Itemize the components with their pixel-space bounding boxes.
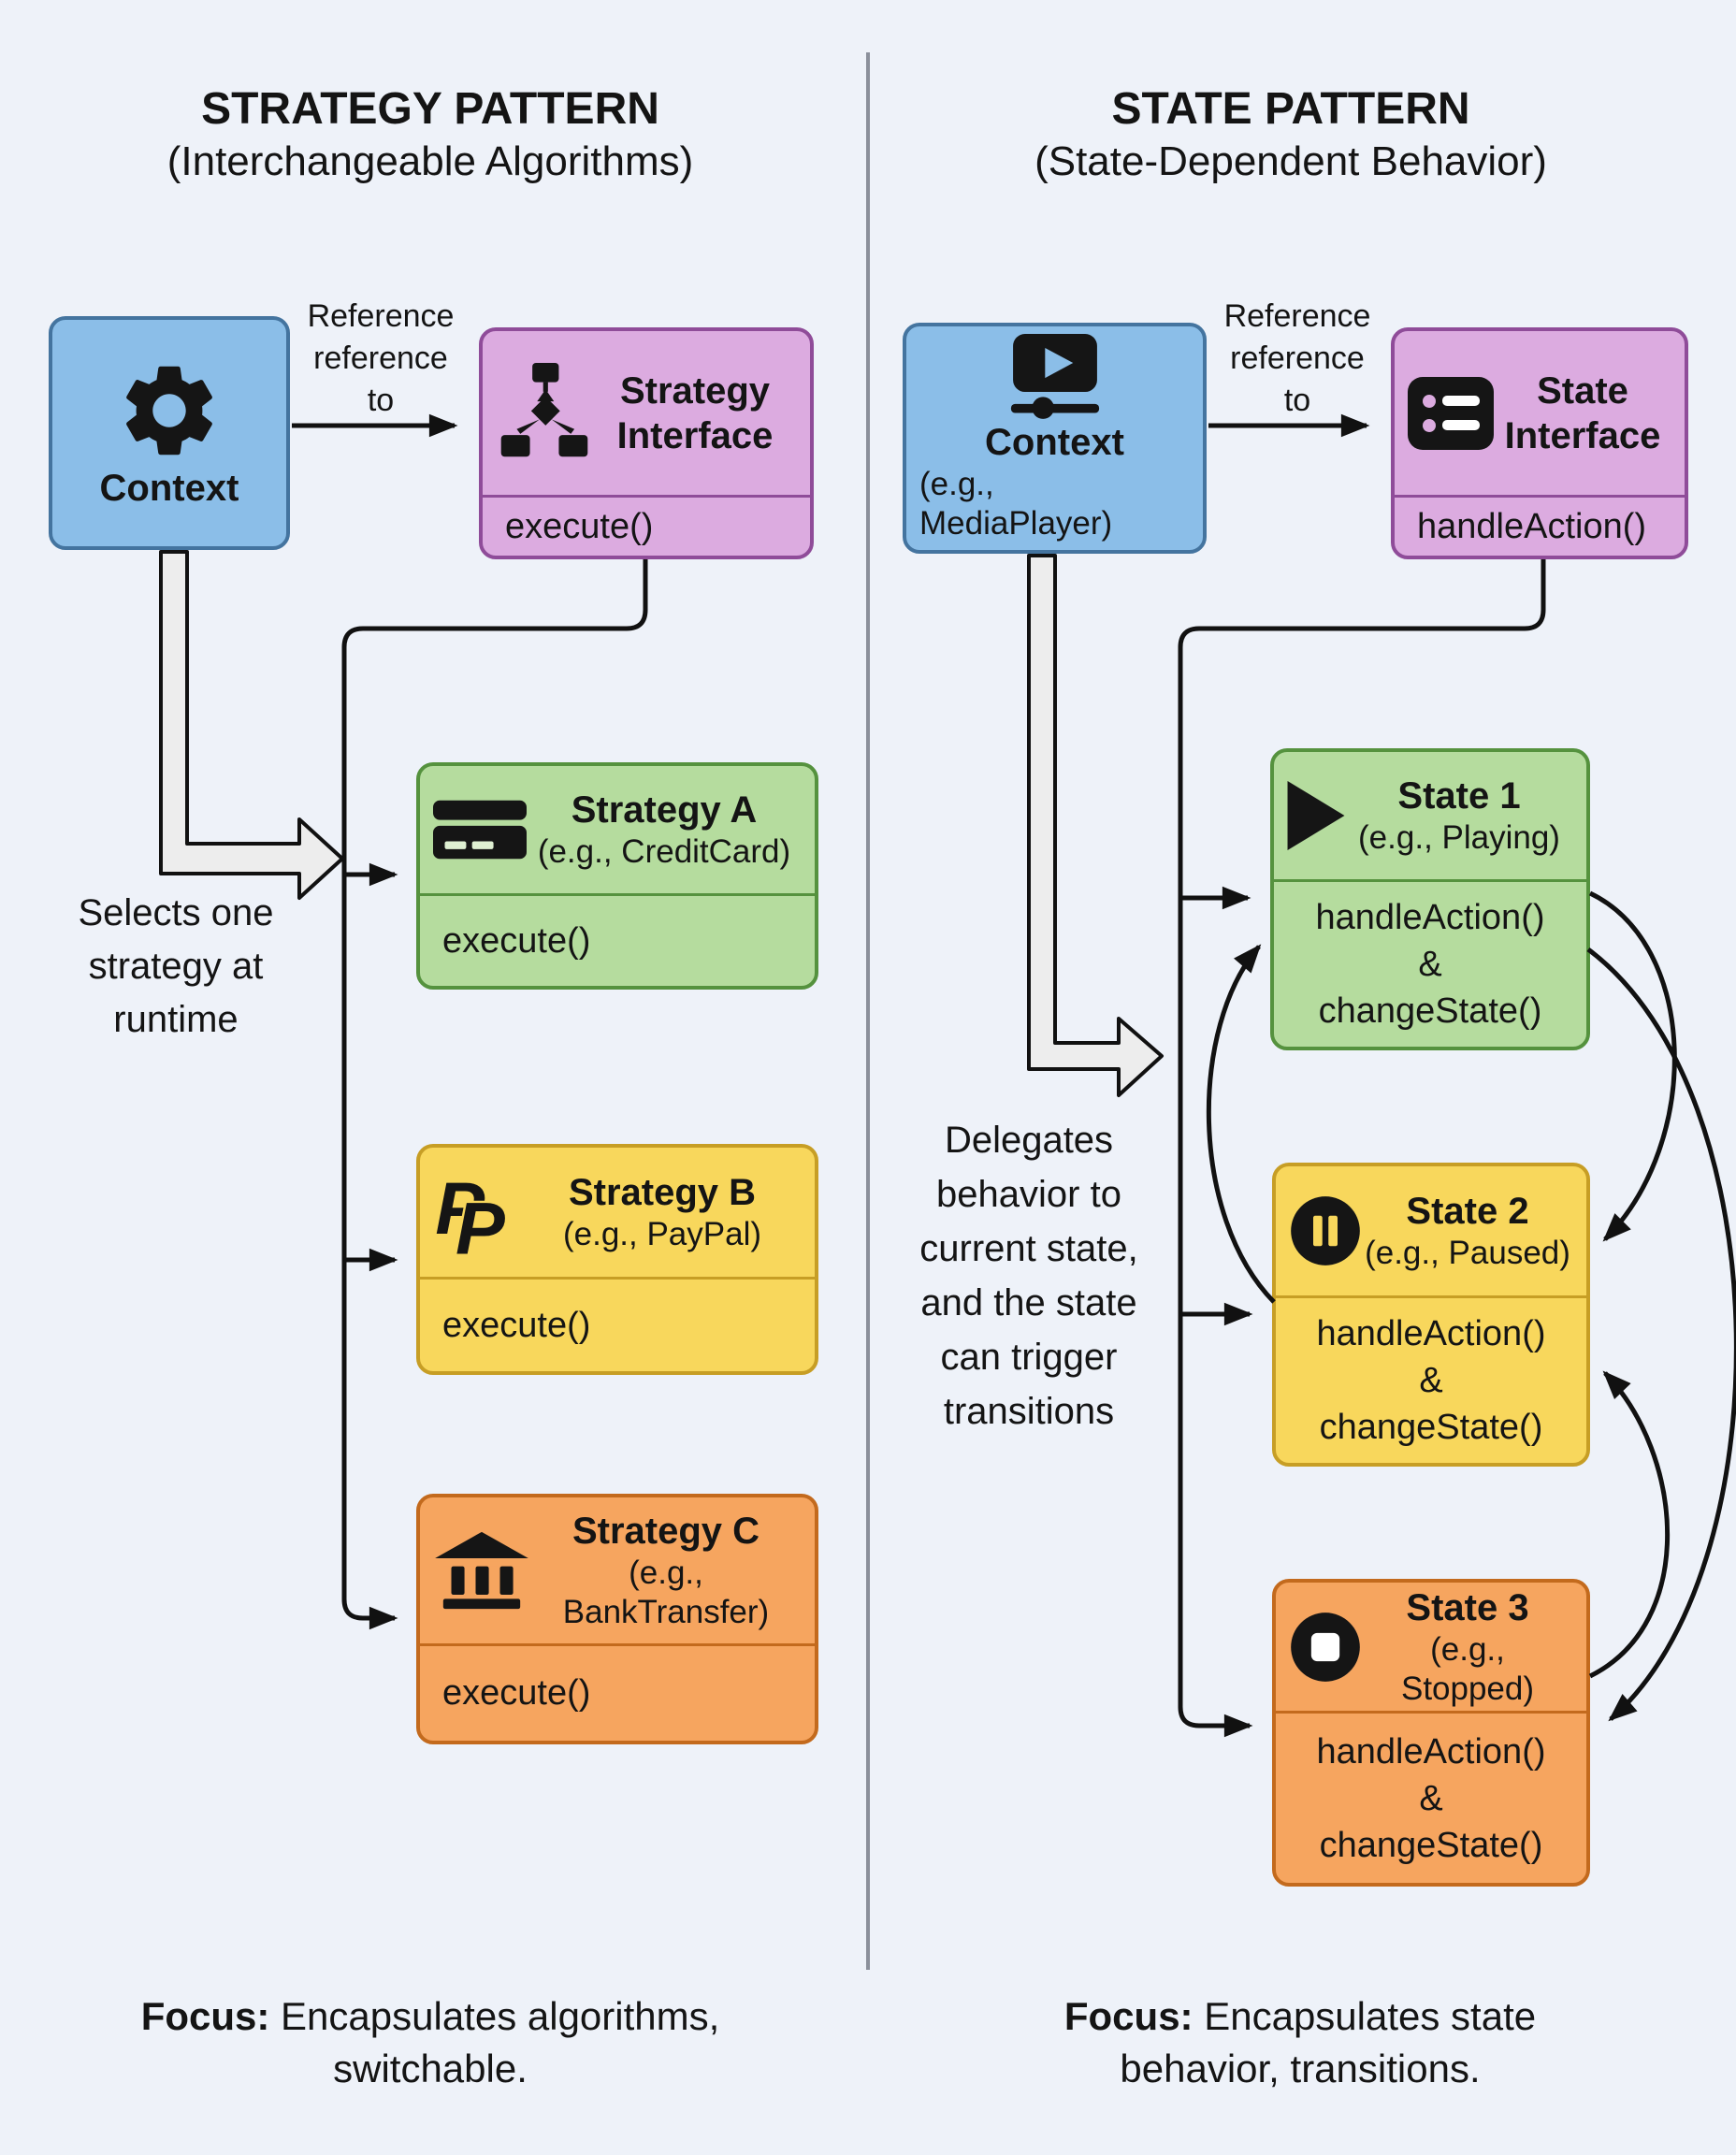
state-pattern-title: STATE PATTERN xyxy=(1111,84,1470,134)
edge-state1-to-state2 xyxy=(1588,890,1677,1242)
strategy-c-example: (e.g., BankTransfer) xyxy=(562,1555,770,1630)
strategy-interface-method: execute() xyxy=(505,506,654,546)
state-1-example: (e.g., Playing) xyxy=(1358,819,1560,856)
delegate-note-line: transitions xyxy=(943,1391,1115,1432)
column-divider xyxy=(866,52,870,1970)
reference-label-line: to xyxy=(367,383,395,418)
state-1-method: changeState() xyxy=(1318,991,1542,1031)
state-1-box: State 1 (e.g., Playing) handleAction() &… xyxy=(1270,748,1590,1050)
state-reference-label: Reference reference to xyxy=(1204,296,1391,422)
state-interface-title: State xyxy=(1537,369,1628,412)
reference-label-line: Reference xyxy=(307,298,455,334)
hollow-arrow-delegates-state xyxy=(1027,554,1164,1097)
play-icon xyxy=(1287,781,1345,850)
state-2-example: (e.g., Paused) xyxy=(1365,1235,1570,1271)
strategy-a-example: (e.g., CreditCard) xyxy=(537,833,791,870)
svg-text:P: P xyxy=(456,1186,505,1261)
state-3-method: handleAction() xyxy=(1316,1731,1546,1772)
strategy-b-box: P P Strategy B (e.g., PayPal) execute() xyxy=(416,1144,818,1375)
edge-state1-to-state3 xyxy=(1586,947,1736,1722)
state-2-box: State 2 (e.g., Paused) handleAction() & … xyxy=(1272,1163,1590,1467)
strategy-c-name: Strategy C xyxy=(571,1511,760,1552)
state-2-method: changeState() xyxy=(1319,1408,1543,1447)
list-icon xyxy=(1408,376,1494,451)
state-context-example: (e.g., MediaPlayer) xyxy=(919,465,1113,542)
state-3-method: changeState() xyxy=(1319,1825,1543,1865)
strategy-pattern-subtitle: (Interchangeable Algorithms) xyxy=(166,138,694,184)
strategy-c-method: execute() xyxy=(442,1673,591,1713)
strategy-pattern-title: STRATEGY PATTERN xyxy=(201,84,659,134)
focus-body: Encapsulates algorithms, switchable. xyxy=(269,1994,720,2090)
strategy-a-method: execute() xyxy=(442,920,591,961)
strategy-c-box: Strategy C (e.g., BankTransfer) execute(… xyxy=(416,1494,818,1744)
runtime-note-line: Selects one xyxy=(78,892,274,933)
delegate-note: Delegates behavior to current state, and… xyxy=(870,1113,1188,1439)
reference-label-line: to xyxy=(1283,383,1311,418)
delegate-note-line: current state, xyxy=(919,1228,1138,1269)
reference-label-line: reference xyxy=(1230,340,1365,376)
state-1-method: & xyxy=(1418,945,1442,984)
flowchart-icon xyxy=(496,362,593,464)
state-3-box: State 3 (e.g., Stopped) handleAction() &… xyxy=(1272,1579,1590,1887)
runtime-note-line: runtime xyxy=(113,999,239,1040)
strategy-b-example: (e.g., PayPal) xyxy=(562,1216,762,1252)
state-2-name: State 2 xyxy=(1406,1191,1529,1232)
paypal-icon: P P xyxy=(433,1164,523,1261)
strategy-a-name: Strategy A xyxy=(571,789,758,831)
strategy-b-method: execute() xyxy=(442,1305,591,1345)
stop-icon xyxy=(1289,1611,1362,1684)
strategy-interface-title: Strategy xyxy=(619,369,771,412)
state-interface-title: Interface xyxy=(1504,414,1661,456)
strategy-interface-title: Interface xyxy=(616,414,774,456)
strategy-interface-box: Strategy Interface execute() xyxy=(479,327,814,559)
edge-trunk-to-strategy-c xyxy=(341,559,648,1630)
focus-body: Encapsulates state behavior, transitions… xyxy=(1120,1994,1537,2090)
delegate-note-line: can trigger xyxy=(940,1337,1118,1378)
edge-state2-to-state1 xyxy=(1206,944,1276,1304)
delegate-note-line: Delegates xyxy=(944,1120,1114,1161)
state-context-label: Context xyxy=(985,421,1124,463)
state-pattern-subtitle: (State-Dependent Behavior) xyxy=(1034,138,1547,184)
state-context-box: Context (e.g., MediaPlayer) xyxy=(903,323,1207,554)
state-interface-method: handleAction() xyxy=(1417,506,1647,546)
reference-label-line: Reference xyxy=(1223,298,1371,334)
runtime-note-line: strategy at xyxy=(88,946,264,987)
focus-label: Focus: xyxy=(140,1994,270,2038)
strategy-reference-label: Reference reference to xyxy=(278,296,484,422)
state-focus-text: Focus: Encapsulates state behavior, tran… xyxy=(1038,1990,1562,2095)
runtime-note: Selects one strategy at runtime xyxy=(26,887,326,1047)
state-2-method: & xyxy=(1419,1361,1443,1400)
media-player-icon xyxy=(1005,333,1106,420)
bank-icon xyxy=(433,1529,530,1612)
delegate-note-line: behavior to xyxy=(936,1174,1121,1215)
strategy-a-box: Strategy A (e.g., CreditCard) execute() xyxy=(416,762,818,990)
strategy-context-label: Context xyxy=(99,468,239,509)
state-3-example: (e.g., Stopped) xyxy=(1400,1630,1535,1707)
gear-icon xyxy=(114,355,224,466)
state-1-method: handleAction() xyxy=(1315,898,1545,937)
reference-label-line: reference xyxy=(313,340,448,376)
state-3-method: & xyxy=(1419,1778,1443,1818)
hollow-arrow-selects-strategy xyxy=(159,550,344,900)
state-pattern-title-block: STATE PATTERN (State-Dependent Behavior) xyxy=(889,82,1693,187)
state-3-name: State 3 xyxy=(1406,1586,1529,1628)
strategy-focus-text: Focus: Encapsulates algorithms, switchab… xyxy=(112,1990,748,2095)
strategy-pattern-title-block: STRATEGY PATTERN (Interchangeable Algori… xyxy=(37,82,823,187)
focus-label: Focus: xyxy=(1063,1994,1194,2038)
delegate-note-line: and the state xyxy=(920,1282,1137,1323)
strategy-context-box: Context xyxy=(49,316,290,550)
state-2-method: handleAction() xyxy=(1316,1314,1546,1353)
edge-state3-to-state2 xyxy=(1588,1370,1670,1679)
edge-trunk-to-state-3 xyxy=(1178,559,1546,1738)
strategy-b-name: Strategy B xyxy=(568,1172,757,1213)
credit-card-icon xyxy=(433,796,527,863)
state-1-name: State 1 xyxy=(1397,775,1521,817)
state-interface-box: State Interface handleAction() xyxy=(1391,327,1688,559)
pause-icon xyxy=(1289,1194,1362,1267)
